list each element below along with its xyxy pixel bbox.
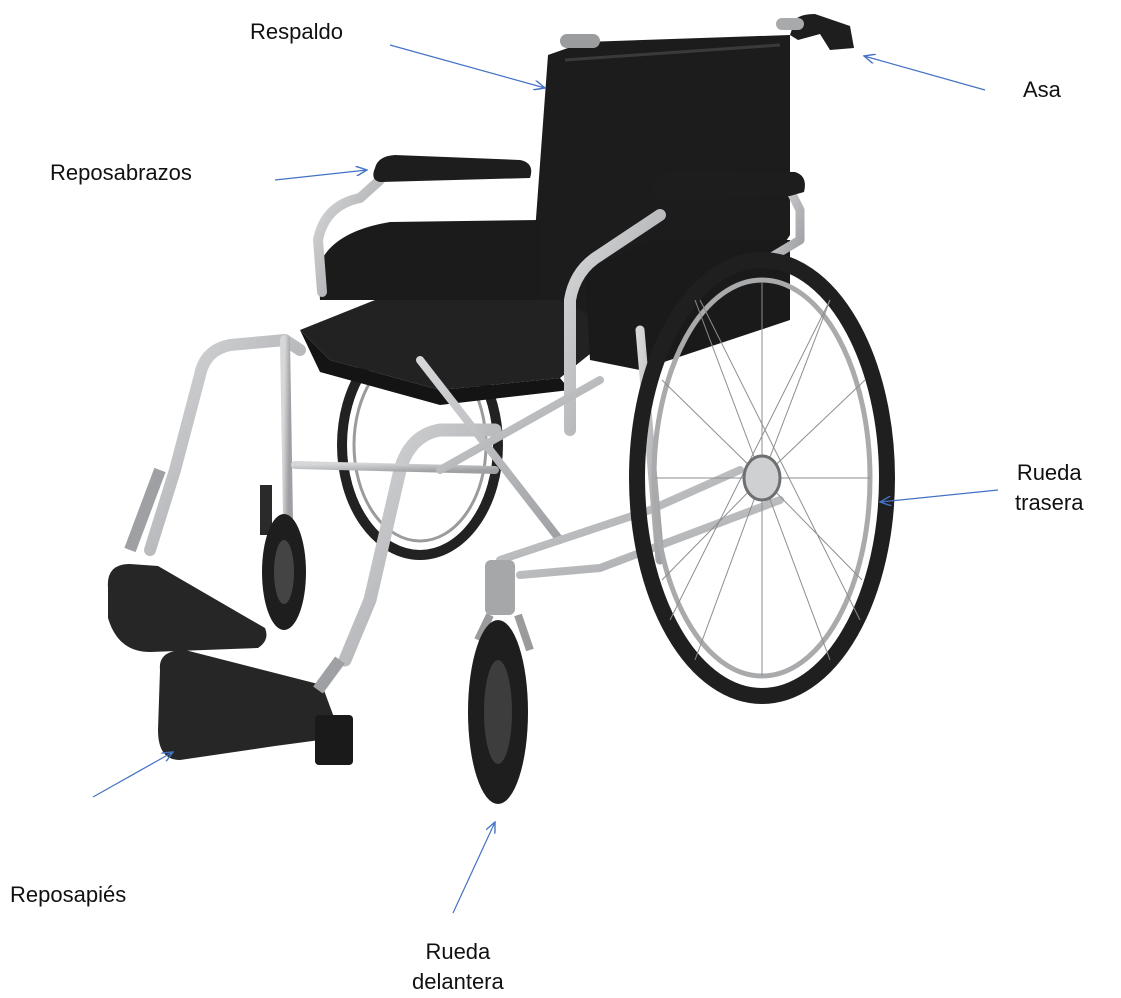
arrow-reposabrazos [275, 170, 367, 180]
arrow-rueda-delantera [453, 822, 495, 913]
arrow-asa [864, 56, 985, 90]
label-reposabrazos-text: Reposabrazos [50, 158, 192, 188]
label-rueda-delantera-line1: Rueda [412, 937, 504, 967]
label-respaldo: Respaldo [250, 17, 343, 47]
label-asa: Asa [1023, 75, 1061, 105]
armrest-pad-left [373, 155, 531, 182]
label-rueda-delantera: Rueda delantera [412, 937, 504, 997]
label-rueda-trasera: Rueda trasera [1015, 458, 1083, 518]
label-reposapies-text: Reposapiés [10, 880, 126, 910]
label-reposapies: Reposapiés [10, 880, 126, 910]
front-caster-right [468, 560, 530, 804]
label-respaldo-text: Respaldo [250, 17, 343, 47]
label-reposabrazos: Reposabrazos [50, 158, 192, 188]
label-rueda-trasera-line1: Rueda [1015, 458, 1083, 488]
arrow-rueda-trasera [880, 490, 998, 502]
arrow-respaldo [390, 45, 545, 88]
armrest-pad-right [652, 170, 805, 200]
footrests [108, 470, 353, 765]
rear-wheel-right [637, 260, 887, 696]
label-asa-text: Asa [1023, 75, 1061, 105]
arrow-reposapies [93, 752, 173, 797]
label-rueda-trasera-line2: trasera [1015, 488, 1083, 518]
side-panel-left [318, 220, 540, 300]
label-rueda-delantera-line2: delantera [412, 967, 504, 997]
